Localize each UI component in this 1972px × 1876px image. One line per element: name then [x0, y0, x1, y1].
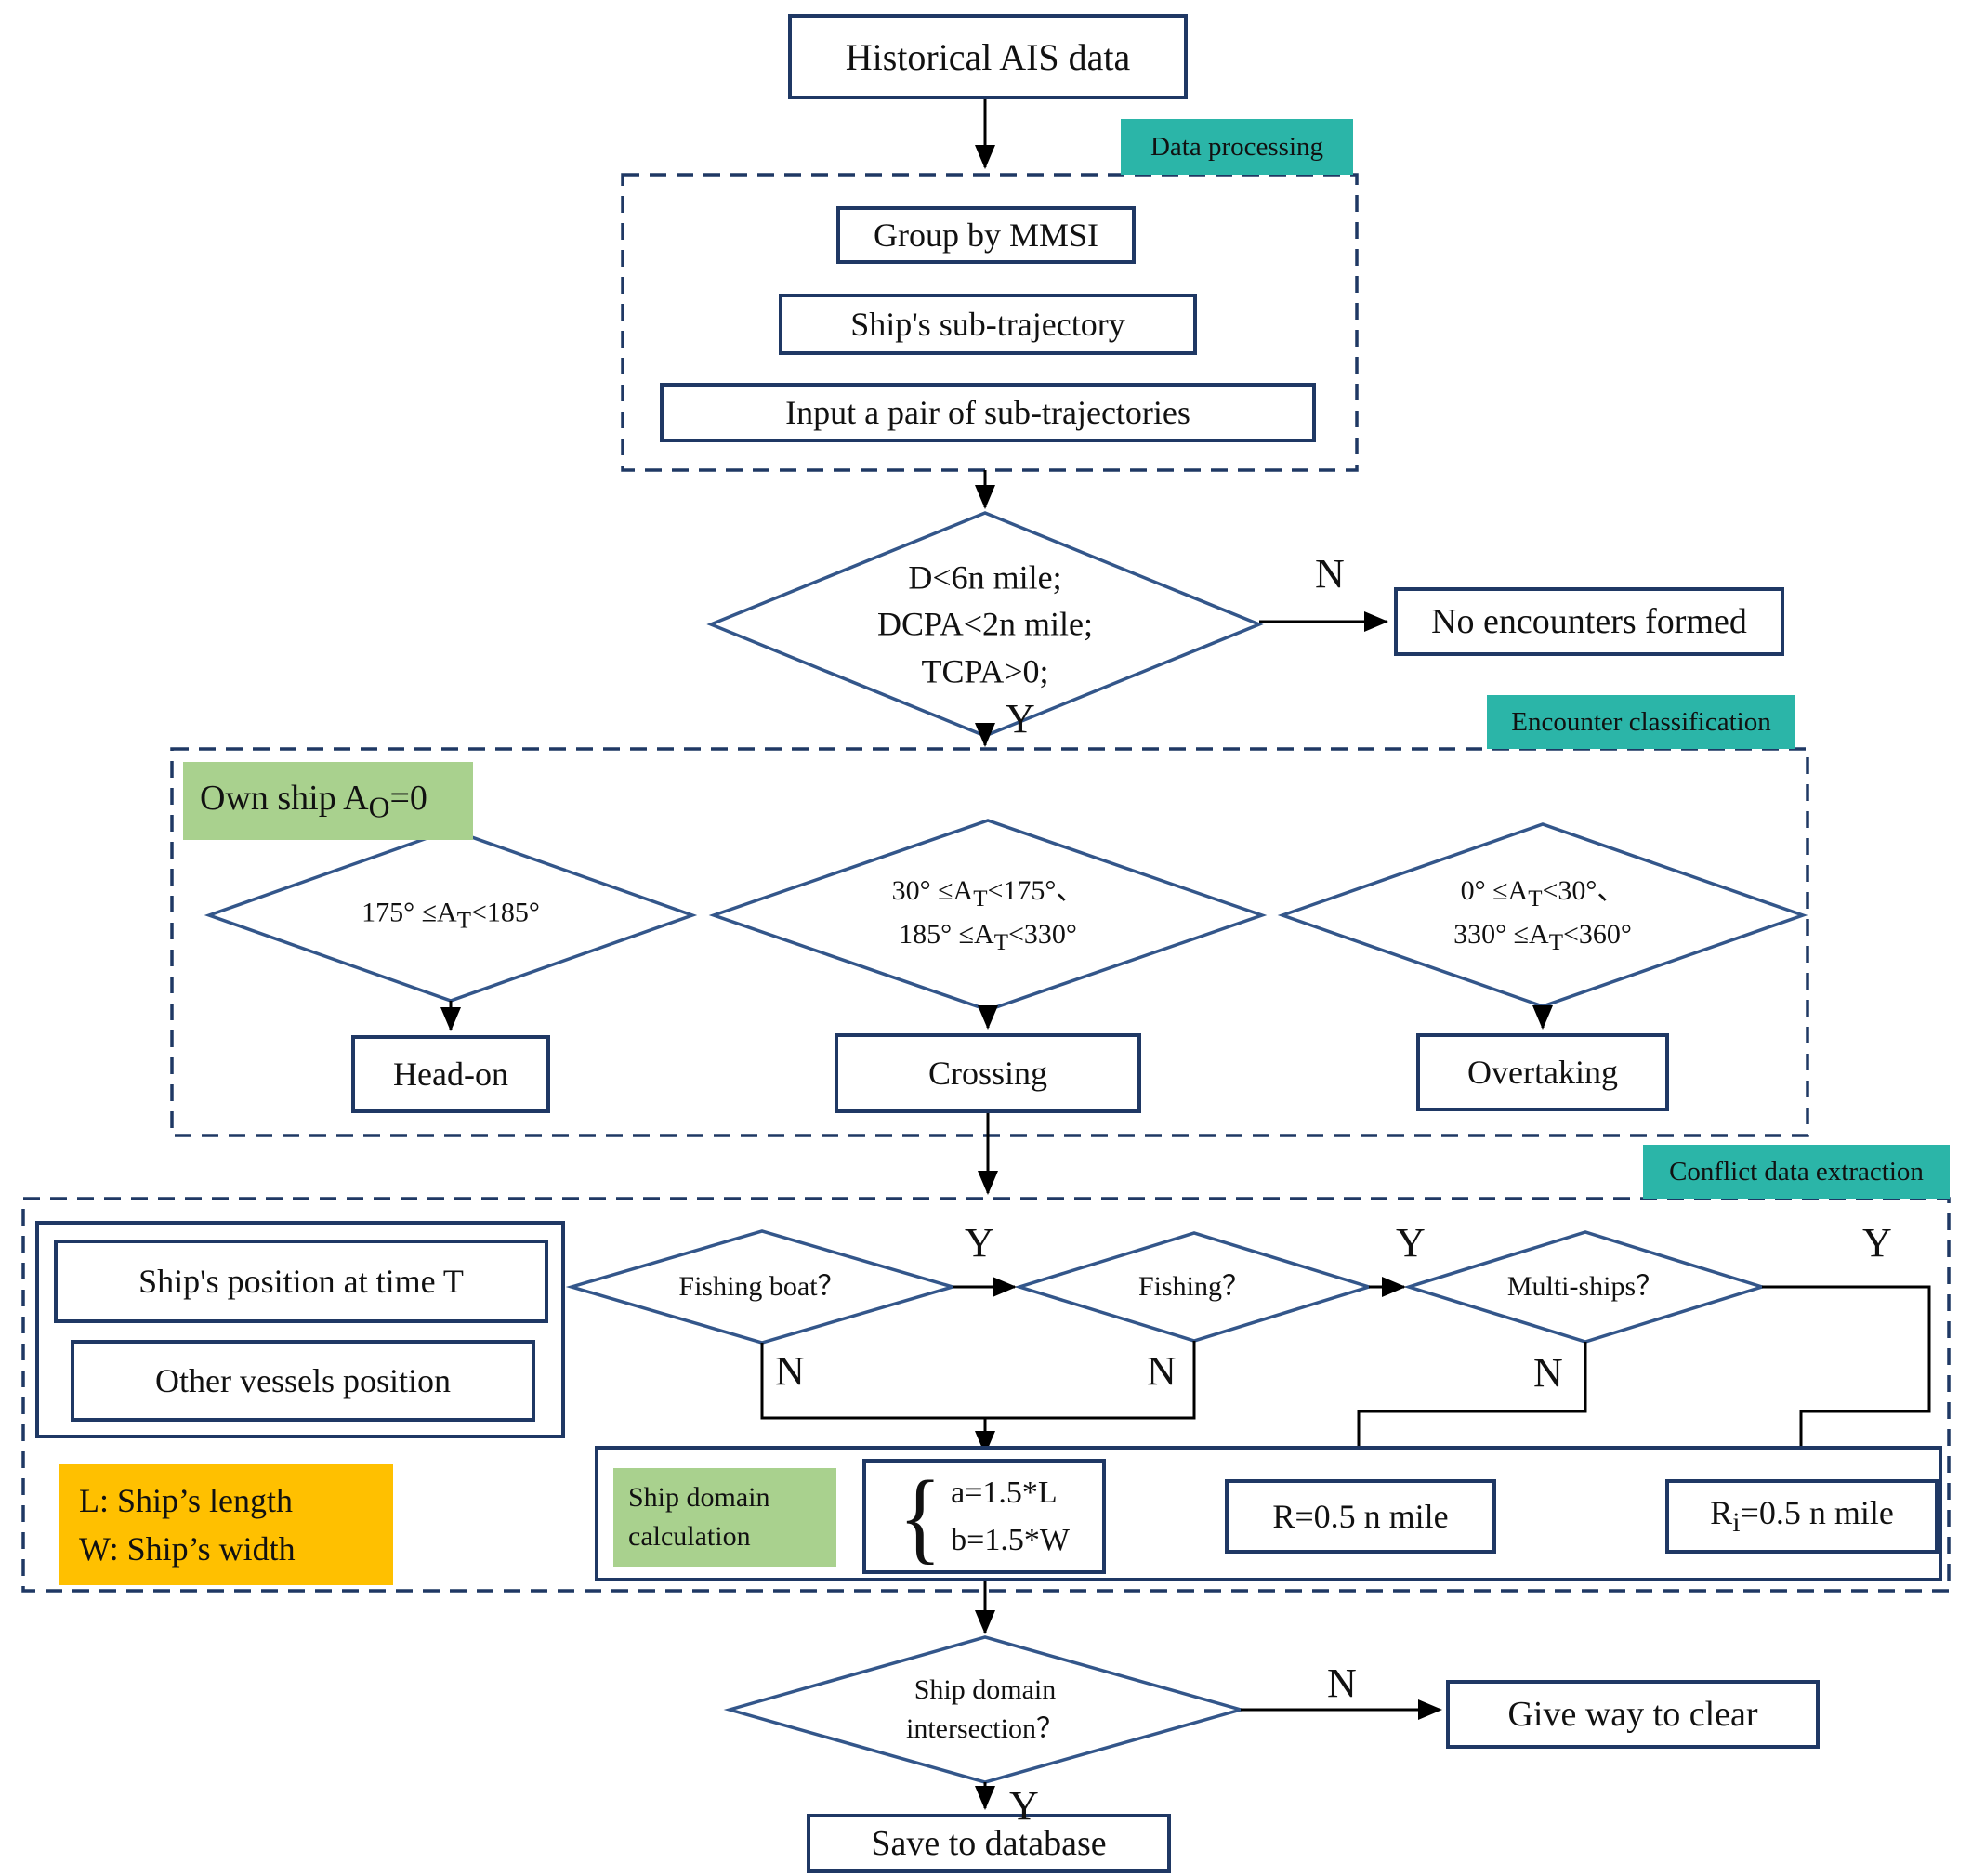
branch-label-yes: Y	[1006, 696, 1035, 741]
branch-label-no: N	[775, 1348, 805, 1394]
process-box-radius-r: R=0.5 n mile	[1225, 1479, 1496, 1554]
process-box-ship-position: Ship's position at time T	[54, 1240, 548, 1323]
note-ship-domain-calculation: Ship domain calculation	[613, 1468, 836, 1567]
result-box-overtaking: Overtaking	[1416, 1033, 1669, 1111]
decision-fishing-text: Fishing？	[1137, 1271, 1251, 1302]
decision-encounter-criteria-text: D<6n mile; DCPA<2n mile; TCPA>0;	[876, 558, 1093, 690]
decision-overtaking-angle-text: 0° ≤AT<30°、 330° ≤AT<360°	[1453, 875, 1632, 955]
decision-crossing-angle-shape	[708, 819, 1268, 1012]
process-label: No encounters formed	[1431, 602, 1747, 641]
tag-label: Encounter classification	[1511, 706, 1771, 737]
process-box-group-by-mmsi: Group by MMSI	[836, 206, 1136, 264]
branch-label-no: N	[1315, 551, 1345, 597]
process-box-no-encounters: No encounters formed	[1394, 587, 1784, 656]
formula-lines: a=1.5*L b=1.5*W	[951, 1476, 1070, 1557]
dashed-box-encounter-classification	[170, 747, 1809, 1137]
section-tag-data-processing: Data processing	[1121, 119, 1353, 175]
process-label: Ship's position at time T	[138, 1263, 464, 1300]
process-label: Give way to clear	[1507, 1695, 1758, 1734]
decision-domain-intersection-text: Ship domain intersection？	[906, 1674, 1064, 1744]
branch-label-no: N	[1147, 1348, 1177, 1394]
section-tag-conflict-extraction: Conflict data extraction	[1643, 1145, 1950, 1199]
process-label: Head-on	[393, 1056, 508, 1093]
process-box-save-database: Save to database	[807, 1814, 1171, 1873]
process-box-give-way: Give way to clear	[1446, 1680, 1820, 1749]
branch-label-yes: Y	[965, 1220, 994, 1266]
process-label: Historical AIS data	[845, 35, 1131, 78]
brace-glyph: {	[899, 1458, 942, 1573]
tag-label: Data processing	[1150, 131, 1324, 162]
branch-label-yes: Y	[1862, 1220, 1892, 1266]
decision-overtaking-angle-shape	[1277, 822, 1808, 1008]
result-box-head-on: Head-on	[351, 1035, 550, 1113]
note-length-width: L: Ship’s length W: Ship’s width	[59, 1464, 393, 1585]
process-box-historical-ais: Historical AIS data	[788, 14, 1188, 99]
decision-encounter-criteria-shape	[706, 511, 1264, 738]
process-label: Ship's sub-trajectory	[850, 306, 1125, 343]
process-label: Group by MMSI	[873, 216, 1098, 254]
branch-label-yes: Y	[1396, 1220, 1426, 1266]
decision-multi-ships-text: Multi-ships？	[1506, 1271, 1664, 1302]
process-label: Input a pair of sub-trajectories	[785, 394, 1190, 431]
process-box-domain-formula: { a=1.5*L b=1.5*W	[862, 1459, 1106, 1574]
decision-fishing-boat-text: Fishing boat？	[678, 1271, 846, 1302]
process-label: R=0.5 n mile	[1272, 1498, 1449, 1535]
branch-label-yes: Y	[1009, 1783, 1039, 1829]
section-tag-encounter-classification: Encounter classification	[1487, 695, 1795, 749]
decision-head-on-angle-shape	[204, 828, 698, 1003]
tag-label: Conflict data extraction	[1669, 1156, 1924, 1187]
decision-crossing-angle-text: 30° ≤AT<175°、 185° ≤AT<330°	[891, 875, 1085, 955]
process-box-other-position: Other vessels position	[71, 1340, 535, 1422]
decision-head-on-angle-text: 175° ≤AT<185°	[362, 897, 540, 934]
process-label: Other vessels position	[155, 1362, 451, 1399]
process-box-radius-ri: Ri=0.5 n mile	[1665, 1479, 1939, 1554]
process-label: Ri=0.5 n mile	[1710, 1494, 1894, 1539]
process-label: Overtaking	[1467, 1054, 1618, 1091]
note-own-ship: Own ship AO=0	[183, 762, 473, 840]
process-label: Crossing	[927, 1055, 1048, 1092]
process-label: Save to database	[871, 1824, 1107, 1863]
process-box-sub-trajectory: Ship's sub-trajectory	[779, 294, 1197, 355]
branch-label-no: N	[1533, 1350, 1563, 1396]
branch-label-no: N	[1327, 1660, 1357, 1706]
result-box-crossing: Crossing	[835, 1033, 1141, 1113]
dashed-box-data-processing	[621, 173, 1359, 472]
process-box-input-pair: Input a pair of sub-trajectories	[660, 383, 1316, 442]
